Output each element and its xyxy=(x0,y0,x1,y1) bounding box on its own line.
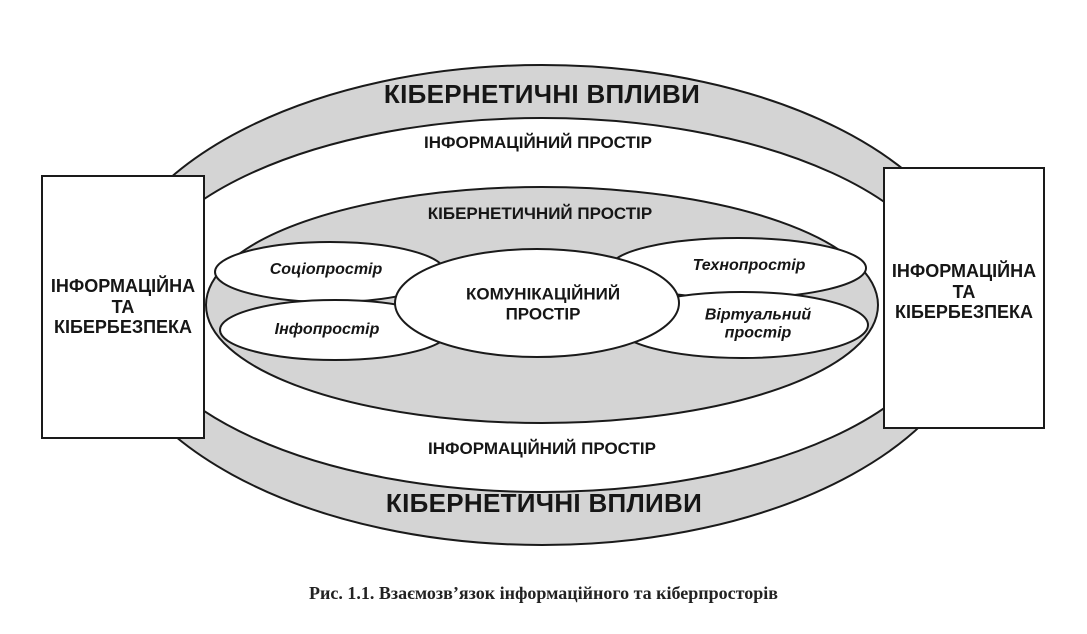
socio-space-label: Соціопростір xyxy=(269,260,383,278)
info-subspace-label: Інфопростір xyxy=(274,320,380,338)
virtual-space-label: Віртуальний простір xyxy=(704,306,812,342)
communication-space-ellipse xyxy=(394,248,680,358)
left-security-box-label: ІНФОРМАЦІЙНА ТА КІБЕРБЕЗПЕКА xyxy=(50,275,196,338)
information-space-top-label: ІНФОРМАЦІЙНИЙ ПРОСТІР xyxy=(424,133,652,153)
figure-caption: Рис. 1.1. Взаємозв’язок інформаційного т… xyxy=(308,583,779,603)
right-security-box xyxy=(883,167,1045,429)
cyber-influences-bottom-label: КІБЕРНЕТИЧНІ ВПЛИВИ xyxy=(385,488,703,519)
techno-space-label: Технопростір xyxy=(692,256,806,274)
cyber-influences-top-label: КІБЕРНЕТИЧНІ ВПЛИВИ xyxy=(383,79,701,110)
left-security-box xyxy=(41,175,205,439)
information-space-bottom-label: ІНФОРМАЦІЙНИЙ ПРОСТІР xyxy=(428,439,656,459)
right-security-box-label: ІНФОРМАЦІЙНА ТА КІБЕРБЕЗПЕКА xyxy=(891,260,1037,323)
cyberspace-label: КІБЕРНЕТИЧНИЙ ПРОСТІР xyxy=(427,204,653,224)
communication-space-label: КОМУНІКАЦІЙНИЙ ПРОСТІР xyxy=(465,284,621,323)
